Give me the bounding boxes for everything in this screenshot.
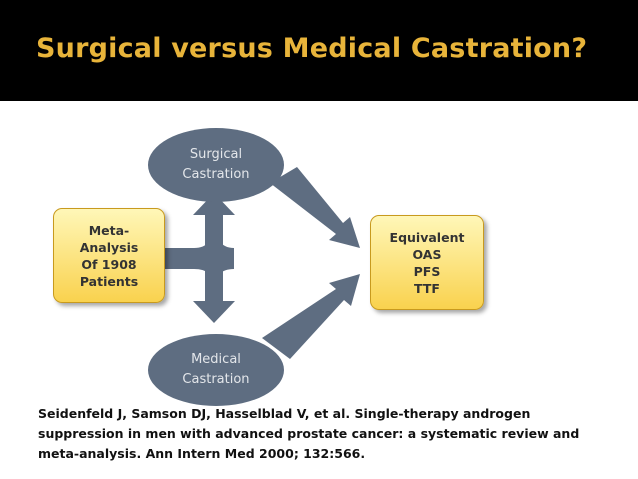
medical-castration-node: Medical Castration bbox=[148, 334, 284, 406]
split-arrow-up-shaft bbox=[205, 213, 223, 258]
medical-line-1: Medical bbox=[191, 352, 241, 367]
title-bar: Surgical versus Medical Castration? bbox=[0, 0, 638, 101]
arrow-medical-to-outcome bbox=[262, 274, 360, 359]
meta-line-1: Meta- bbox=[88, 222, 130, 238]
surgical-line-2: Castration bbox=[182, 167, 250, 182]
flow-diagram: Surgical Castration Medical Castration M… bbox=[0, 101, 638, 406]
medical-line-2: Castration bbox=[182, 372, 250, 387]
split-arrow-stem bbox=[164, 218, 234, 291]
citation-line-2: suppression in men with advanced prostat… bbox=[38, 426, 580, 441]
outcome-line-4: TTF bbox=[414, 280, 440, 296]
slide-title: Surgical versus Medical Castration? bbox=[36, 33, 588, 64]
outcome-line-2: OAS bbox=[412, 246, 442, 262]
surgical-line-1: Surgical bbox=[189, 147, 243, 162]
surgical-castration-node: Surgical Castration bbox=[148, 128, 284, 202]
meta-line-4: Patients bbox=[79, 273, 139, 289]
split-arrow-down-shaft bbox=[205, 259, 223, 303]
citation: Seidenfeld J, Samson DJ, Hasselblad V, e… bbox=[38, 404, 598, 464]
diagram-arrows bbox=[164, 167, 360, 359]
citation-line-3: meta-analysis. Ann Intern Med 2000; 132:… bbox=[38, 446, 366, 461]
meta-line-2: Analysis bbox=[79, 239, 139, 255]
outcome-box: Equivalent OAS PFS TTF bbox=[370, 215, 484, 310]
meta-line-3: Of 1908 bbox=[81, 256, 137, 272]
outcome-line-3: PFS bbox=[413, 263, 441, 279]
outcome-line-1: Equivalent bbox=[389, 229, 465, 245]
arrow-surgical-to-outcome bbox=[270, 167, 360, 248]
split-arrow-up-head bbox=[193, 193, 235, 215]
meta-analysis-box: Meta- Analysis Of 1908 Patients bbox=[53, 208, 165, 303]
split-arrow-down-head bbox=[193, 301, 235, 323]
citation-line-1: Seidenfeld J, Samson DJ, Hasselblad V, e… bbox=[38, 406, 531, 421]
